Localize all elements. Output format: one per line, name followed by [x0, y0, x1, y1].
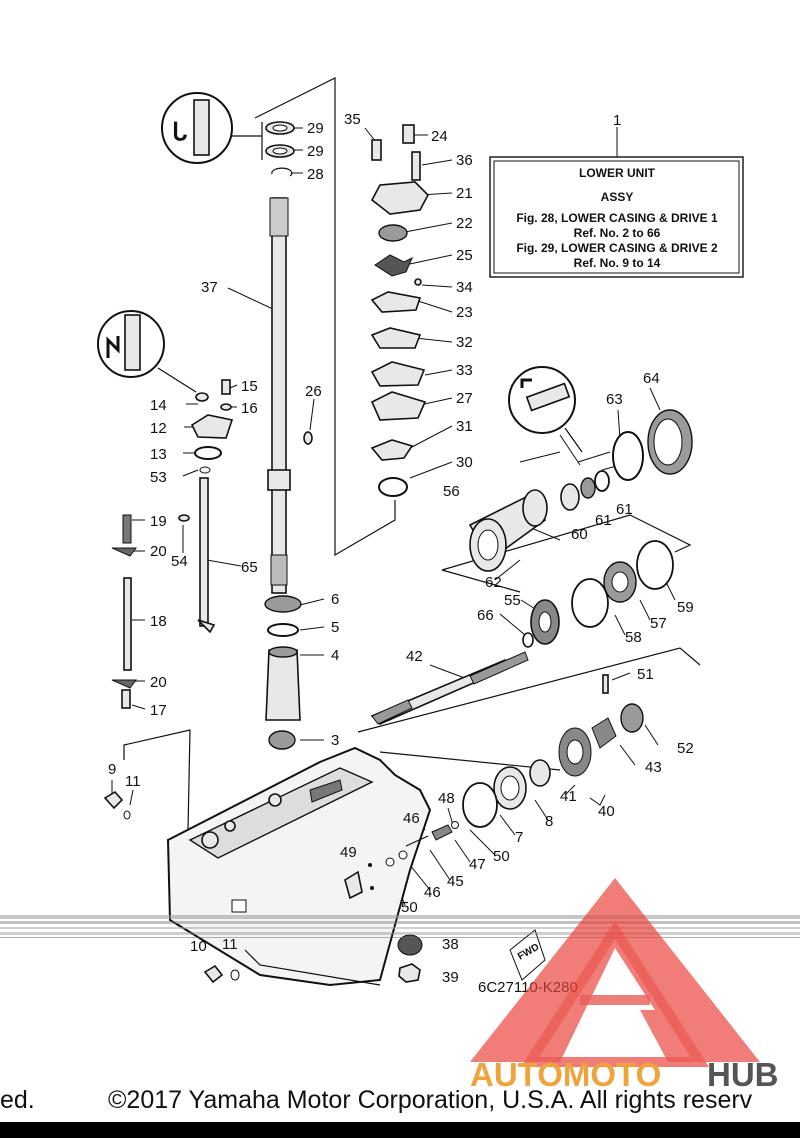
- lower-casing: [166, 746, 432, 987]
- callout-38: 38: [442, 936, 459, 953]
- callout-7: 7: [515, 829, 523, 846]
- footer-left-text: ed.: [0, 1086, 35, 1114]
- callout-6: 6: [331, 591, 339, 608]
- callout-46: 46: [424, 884, 441, 901]
- callout-34: 34: [456, 279, 473, 296]
- callout-24: 24: [431, 128, 448, 145]
- callout-16: 16: [241, 400, 258, 417]
- callout-47: 47: [469, 856, 486, 873]
- callout-26: 26: [305, 383, 322, 400]
- callout-43: 43: [645, 759, 662, 776]
- callout-56: 56: [443, 483, 460, 500]
- svg-text:ᒐ: ᒐ: [172, 119, 187, 146]
- callout-60: 60: [571, 526, 588, 543]
- callout-40: 40: [598, 803, 615, 820]
- callout-15: 15: [241, 378, 258, 395]
- callout-64: 64: [643, 370, 660, 387]
- bottom-bar: [0, 1122, 800, 1138]
- callout-46: 46: [403, 810, 420, 827]
- callout-50: 50: [401, 899, 418, 916]
- callout-39: 39: [442, 969, 459, 986]
- drive-shaft-group: [264, 121, 302, 750]
- callout-3: 3: [331, 732, 339, 749]
- callout-50: 50: [493, 848, 510, 865]
- info-box-title-2: ASSY: [601, 190, 634, 204]
- propeller-drive-parts: [103, 409, 693, 984]
- detail-circle-right: [508, 366, 583, 453]
- callout-29: 29: [307, 120, 324, 137]
- callout-22: 22: [456, 215, 473, 232]
- info-box: LOWER UNIT ASSY Fig. 28, LOWER CASING & …: [489, 127, 744, 278]
- detail-circle-top: ᒐ: [161, 92, 233, 164]
- callout-20: 20: [150, 674, 167, 691]
- callout-62: 62: [485, 574, 502, 591]
- callout-53: 53: [150, 469, 167, 486]
- callout-51: 51: [637, 666, 654, 683]
- water-pump-stack: [370, 124, 429, 497]
- callout-11: 11: [222, 936, 238, 953]
- callout-35: 35: [344, 111, 361, 128]
- callout-29: 29: [307, 143, 324, 160]
- callout-42: 42: [406, 648, 423, 665]
- scan-noise-band: [0, 915, 800, 938]
- callout-55: 55: [504, 592, 521, 609]
- callout-65: 65: [241, 559, 258, 576]
- callout-30: 30: [456, 454, 473, 471]
- watermark-logo: [470, 878, 760, 1067]
- callout-17: 17: [150, 702, 167, 719]
- callout-25: 25: [456, 247, 473, 264]
- callout-27: 27: [456, 390, 473, 407]
- callout-52: 52: [677, 740, 694, 757]
- callout-8: 8: [545, 813, 553, 830]
- callout-20: 20: [150, 543, 167, 560]
- callout-66: 66: [477, 607, 494, 624]
- callout-61: 61: [616, 501, 633, 518]
- callout-41: 41: [560, 788, 577, 805]
- callout-54: 54: [171, 553, 188, 570]
- watermark-text-automoto: AUTOMOTO: [470, 1056, 661, 1093]
- callout-59: 59: [677, 599, 694, 616]
- callout-45: 45: [447, 873, 464, 890]
- leader-lines: [111, 77, 701, 906]
- info-box-line-4: Ref. No. 2 to 66: [574, 226, 661, 240]
- callout-12: 12: [150, 420, 167, 437]
- callout-19: 19: [150, 513, 167, 530]
- detail-circle-mid: [97, 310, 197, 393]
- copyright-footer: ed. ©2017 Yamaha Motor Corporation, U.S.…: [0, 1082, 800, 1122]
- footer-copyright-text: ©2017 Yamaha Motor Corporation, U.S.A. A…: [108, 1086, 753, 1114]
- callout-49: 49: [340, 844, 357, 861]
- callout-37: 37: [201, 279, 218, 296]
- callout-13: 13: [150, 446, 167, 463]
- callout-18: 18: [150, 613, 167, 630]
- callout-33: 33: [456, 362, 473, 379]
- callout-36: 36: [456, 152, 473, 169]
- callout-14: 14: [150, 397, 167, 414]
- callout-info-box-ref: 1: [613, 112, 621, 129]
- watermark-text-hub: HUB: [707, 1056, 779, 1093]
- callout-31: 31: [456, 418, 473, 435]
- shift-rod-group: [111, 379, 313, 709]
- callout-48: 48: [438, 790, 455, 807]
- info-box-line-3: Fig. 28, LOWER CASING & DRIVE 1: [516, 211, 718, 225]
- callout-63: 63: [606, 391, 623, 408]
- callout-11: 11: [125, 773, 141, 790]
- callout-5: 5: [331, 619, 339, 636]
- callout-21: 21: [456, 185, 473, 202]
- callout-23: 23: [456, 304, 473, 321]
- callout-58: 58: [625, 629, 642, 646]
- info-box-line-5: Fig. 29, LOWER CASING & DRIVE 2: [516, 241, 718, 255]
- callout-10: 10: [190, 938, 207, 955]
- callout-9: 9: [108, 761, 116, 778]
- info-box-title-1: LOWER UNIT: [579, 166, 656, 180]
- callout-57: 57: [650, 615, 667, 632]
- callout-32: 32: [456, 334, 473, 351]
- callout-28: 28: [307, 166, 324, 183]
- info-box-line-6: Ref. No. 9 to 14: [574, 256, 661, 270]
- callout-4: 4: [331, 647, 339, 664]
- callout-61: 61: [595, 512, 612, 529]
